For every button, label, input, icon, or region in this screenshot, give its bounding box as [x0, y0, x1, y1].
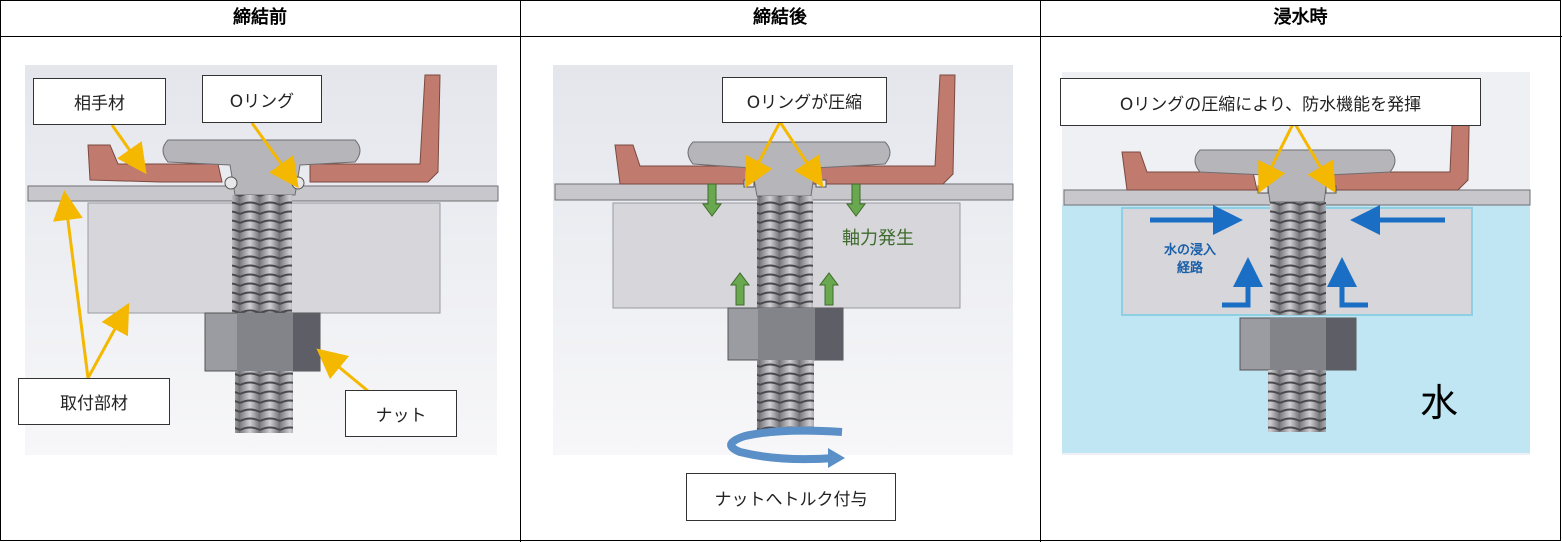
green-arrow-up-left — [730, 272, 750, 306]
arrow-partner — [110, 124, 147, 175]
green-arrow-up-right — [819, 272, 839, 306]
label-water-path-line1: 水の浸入 — [1163, 243, 1216, 258]
nut-face — [1270, 318, 1326, 370]
bolt-head — [162, 139, 361, 196]
label-mount-member: 取付部材 — [18, 378, 170, 425]
label-waterproof: Oリングの圧縮により、防水機能を発揮 — [1060, 78, 1481, 126]
nut-side — [1326, 318, 1356, 370]
arrow-mount — [86, 302, 130, 379]
oring-left — [743, 179, 755, 188]
bolt-thread — [1270, 202, 1326, 315]
label-oring-compress: Oリングが圧縮 — [722, 77, 887, 123]
water-arrow-up-left — [1222, 257, 1263, 308]
column-title-before: 締結前 — [233, 7, 287, 28]
column-divider-1 — [520, 0, 521, 542]
water-arrow-up-right — [1327, 257, 1368, 308]
oring-left — [1257, 185, 1269, 194]
header-divider — [0, 36, 1562, 37]
oring-right — [815, 179, 827, 188]
nut-side — [815, 308, 843, 360]
arrow-nut — [316, 348, 369, 393]
label-partner-material: 相手材 — [33, 78, 166, 125]
label-oring: Oリング — [202, 75, 322, 123]
arrow-oring-right — [1292, 121, 1336, 193]
label-water-path-line2: 経路 — [1176, 261, 1203, 276]
column-divider-2 — [1040, 0, 1041, 542]
torque-arrow — [727, 426, 843, 464]
bolt-end — [1268, 370, 1326, 432]
arrow-plate — [53, 190, 90, 379]
arrow-oring — [250, 122, 299, 189]
arrow-oring-left — [1258, 121, 1296, 194]
bolt-thread — [232, 195, 292, 313]
green-arrow-down-left — [702, 183, 722, 217]
bolt-end — [235, 371, 293, 433]
arrow-oring-left — [744, 121, 782, 189]
torque-arrow-head — [828, 448, 845, 468]
bolt-end — [757, 360, 814, 430]
nut-face — [237, 313, 293, 371]
oring-right — [291, 176, 305, 190]
label-water: 水 — [1420, 381, 1459, 425]
partner-material-right — [309, 74, 441, 183]
label-nut-torque: ナットへトルク付与 — [686, 473, 896, 521]
bolt-thread — [757, 196, 813, 308]
partner-material-right — [811, 74, 956, 185]
green-arrow-down-right — [846, 183, 866, 217]
column-title-after: 締結後 — [753, 7, 807, 28]
panel-flooded — [1062, 72, 1531, 455]
panel-after — [553, 65, 1014, 468]
nut-face — [758, 308, 815, 360]
label-nut: ナット — [345, 390, 457, 437]
oring-left — [224, 176, 238, 190]
oring-right — [1325, 185, 1337, 194]
nut-side — [293, 313, 320, 371]
arrow-oring-right — [778, 121, 824, 188]
column-title-flooded: 浸水時 — [1273, 7, 1328, 28]
label-water-path: 水の浸入 経路 — [1155, 242, 1225, 278]
label-axial-force: 軸力発生 — [842, 228, 914, 249]
